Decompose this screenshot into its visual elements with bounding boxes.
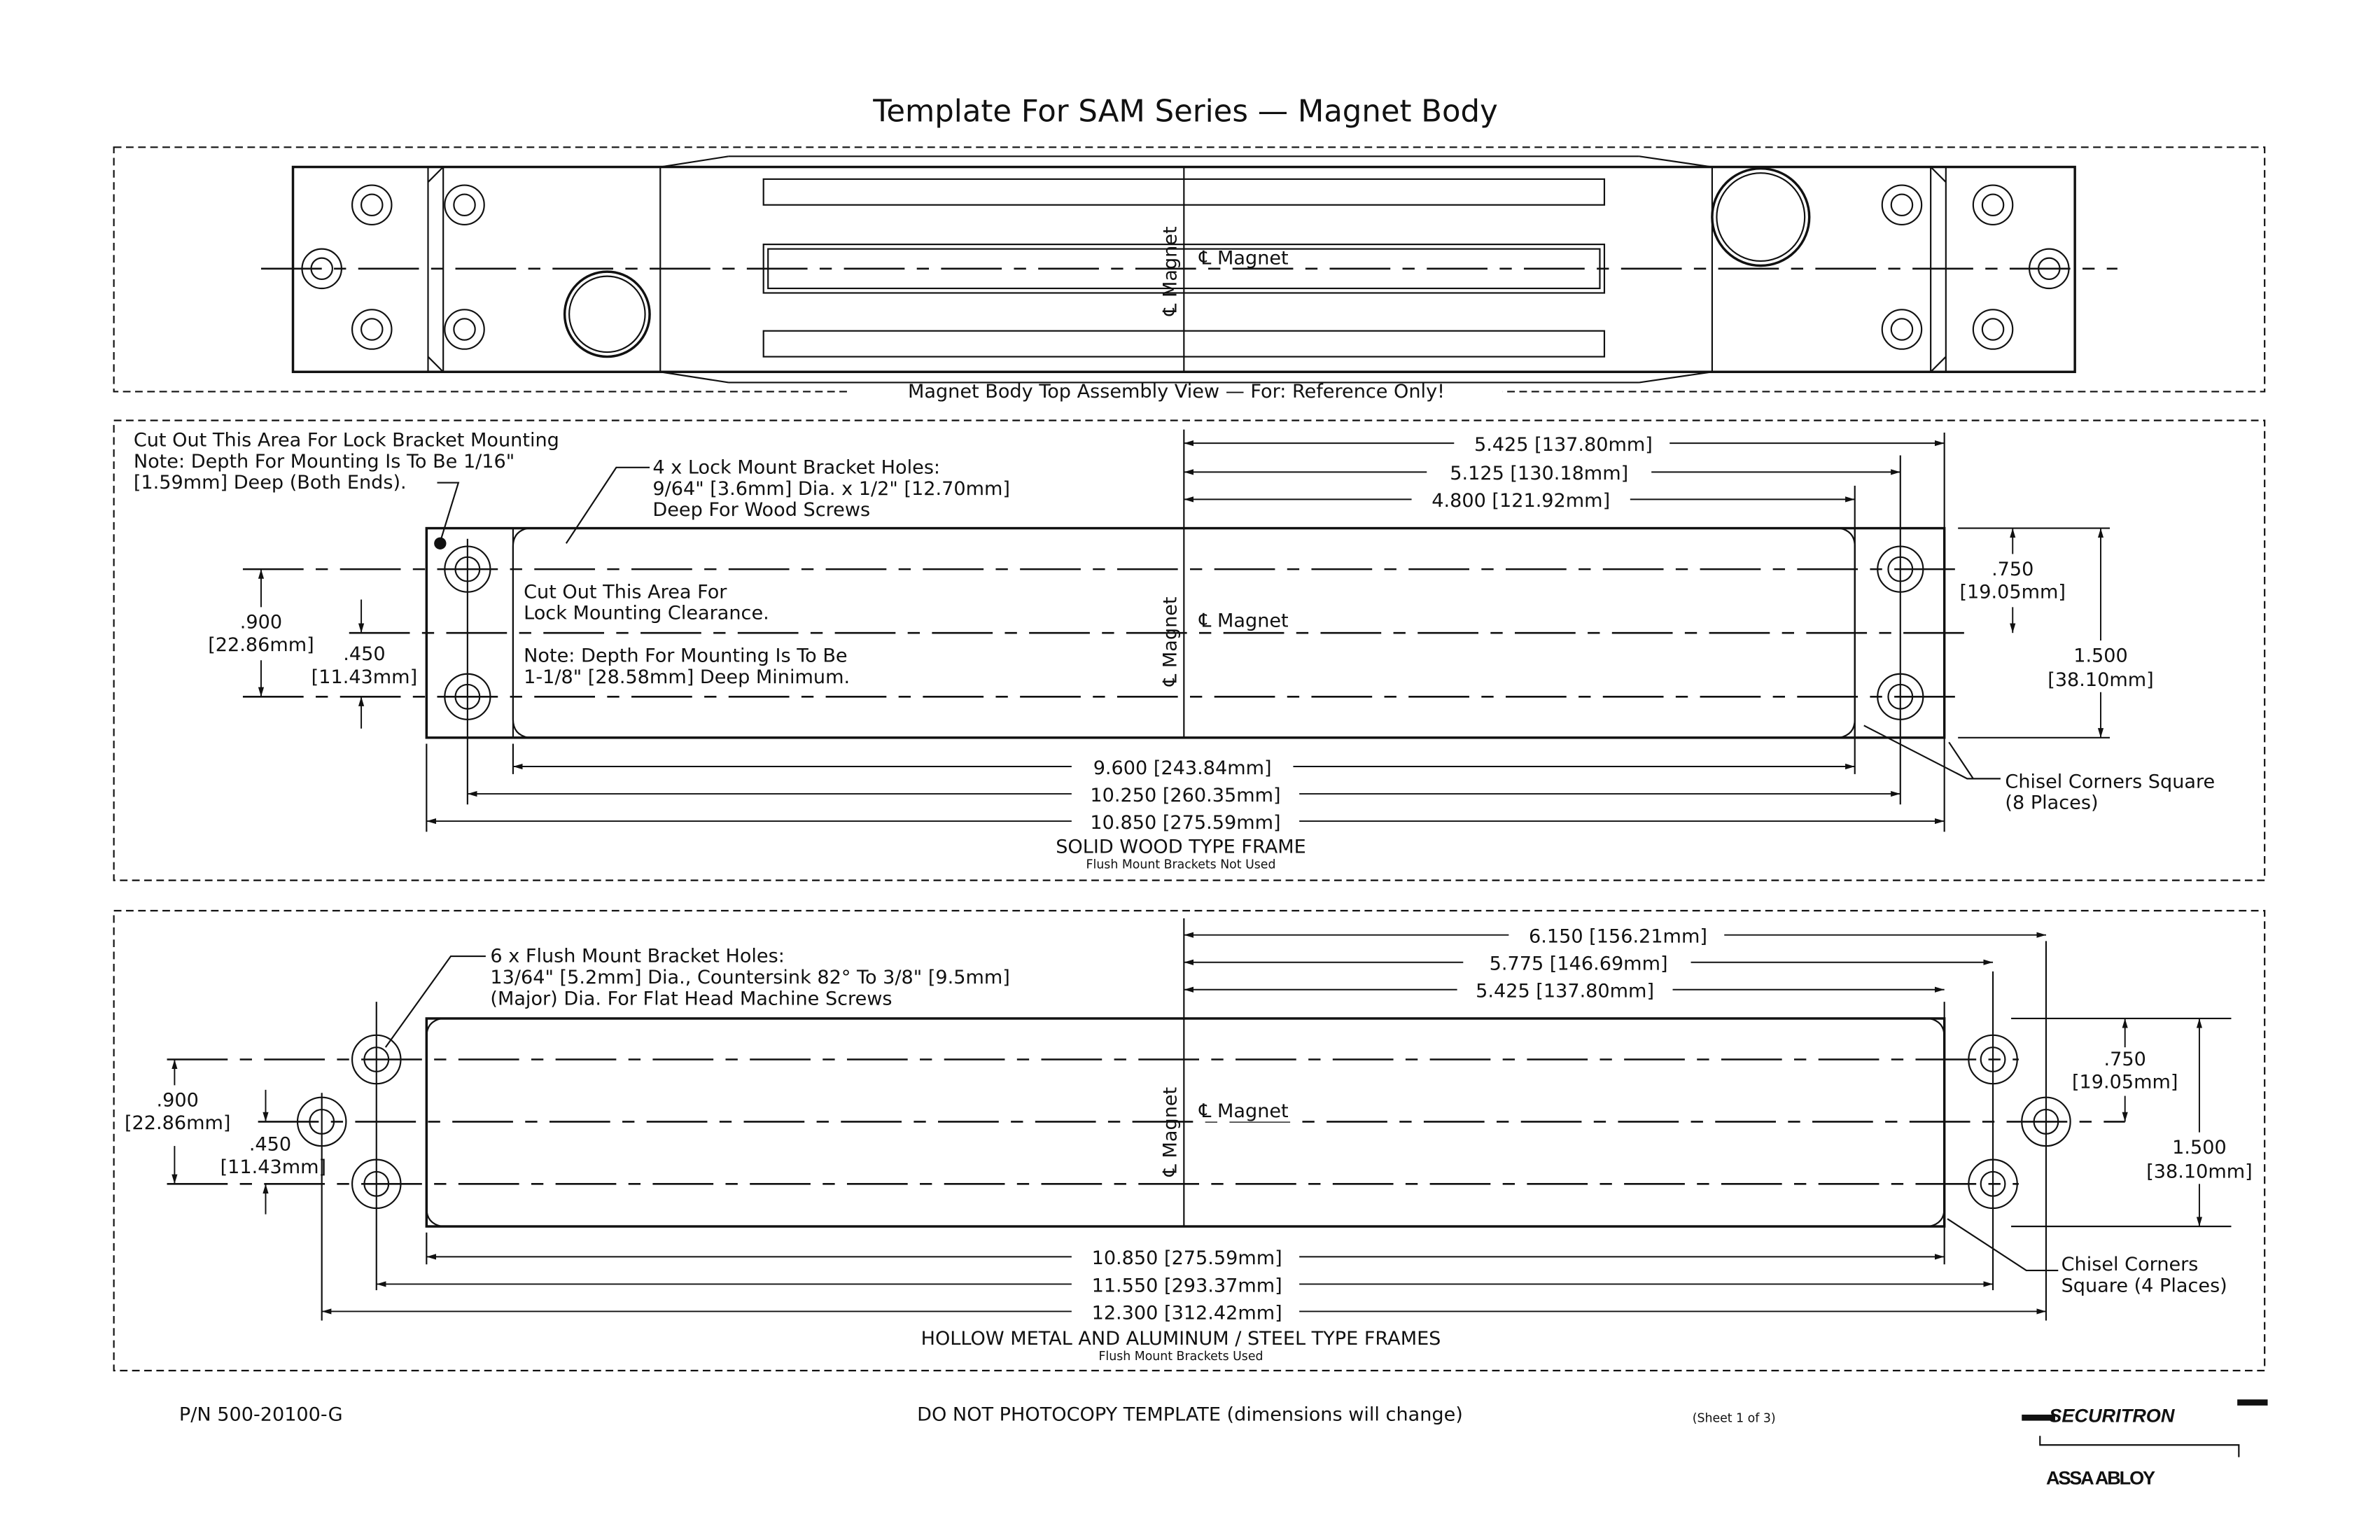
dimension-label: 5.425 [137.80mm] — [1476, 981, 1654, 1002]
photocopy-warning: DO NOT PHOTOCOPY TEMPLATE (dimensions wi… — [917, 1404, 1463, 1426]
top-assembly-view: Magnet Body Top Assembly View — For: Ref… — [113, 146, 2266, 402]
depth-note: Note: Depth For Mounting Is To Be — [524, 645, 847, 666]
holes-note: 9/64" [3.6mm] Dia. x 1/2" [12.70mm] — [652, 478, 1010, 500]
sheet-number: (Sheet 1 of 3) — [1693, 1412, 1776, 1426]
dimension-label: 5.425 [137.80mm] — [1474, 434, 1653, 456]
dimension-label: 11.550 [293.37mm] — [1092, 1275, 1282, 1296]
centerline-label-vertical: ℄ Magnet — [1159, 596, 1181, 687]
dimension-label: 10.250 [260.35mm] — [1090, 785, 1280, 806]
dimension-label: .750 — [1991, 559, 2033, 580]
holes-note: 4 x Lock Mount Bracket Holes: — [652, 457, 940, 479]
dimension-label: 1.500 — [2172, 1137, 2227, 1158]
hollow-metal-frame-template: 6 x Flush Mount Bracket Holes: 13/64" [5… — [113, 909, 2266, 1372]
cutout-note: Note: Depth For Mounting Is To Be 1/16" — [134, 451, 514, 472]
centerline-label-vertical: ℄ Magnet — [1159, 1087, 1181, 1177]
dimension-label: [38.10mm] — [2047, 669, 2153, 691]
mounting-hole-icon — [296, 1034, 2071, 1210]
logo-parent-text: ASSA ABLOY — [2046, 1467, 2155, 1489]
dimension-label: [22.86mm] — [208, 634, 314, 656]
holes-note: 13/64" [5.2mm] Dia., Countersink 82° To … — [490, 967, 1009, 988]
dimension-label: .900 — [240, 612, 282, 634]
dimension-label: .750 — [2104, 1049, 2146, 1070]
dimension-label: 5.775 [146.69mm] — [1490, 953, 1668, 975]
dimension-label: 9.600 [243.84mm] — [1093, 757, 1272, 779]
dimension-label: [19.05mm] — [2072, 1072, 2178, 1093]
holes-note: Deep For Wood Screws — [652, 499, 870, 521]
logo-brand-text: SECURITRON — [2049, 1405, 2176, 1427]
dimension-label: .450 — [343, 643, 385, 665]
dimension-label: 10.850 [275.59mm] — [1090, 812, 1280, 834]
frame-type-subtitle: Flush Mount Brackets Used — [1098, 1350, 1263, 1364]
frame-type-subtitle: Flush Mount Brackets Not Used — [1086, 858, 1276, 872]
dimension-label: [38.10mm] — [2146, 1161, 2253, 1183]
dimension-label: 10.850 [275.59mm] — [1092, 1247, 1282, 1269]
dimension-label: [22.86mm] — [125, 1112, 231, 1134]
solid-wood-frame-template: Cut Out This Area For Lock Bracket Mount… — [113, 419, 2266, 881]
drawing-title: Template For SAM Series — Magnet Body — [872, 94, 1498, 129]
frame-type-title: SOLID WOOD TYPE FRAME — [1056, 836, 1306, 858]
dimension-label: [19.05mm] — [1959, 581, 2066, 603]
depth-note: 1-1/8" [28.58mm] Deep Minimum. — [524, 666, 850, 688]
holes-note: 6 x Flush Mount Bracket Holes: — [490, 946, 784, 967]
cutout-note: Cut Out This Area For Lock Bracket Mount… — [134, 429, 559, 451]
cutout-note: [1.59mm] Deep (Both Ends). — [134, 472, 407, 493]
dimension-label: 5.125 [130.18mm] — [1450, 463, 1628, 484]
clearance-note: Lock Mounting Clearance. — [524, 603, 769, 624]
dimension-label: [11.43mm] — [312, 666, 418, 688]
centerline-label: ℄ Magnet — [1198, 610, 1289, 632]
chisel-note: Square (4 Places) — [2062, 1275, 2227, 1296]
securitron-logo: SECURITRON ASSA ABLOY — [2022, 1399, 2268, 1489]
mounting-hole-icon — [301, 167, 2070, 358]
dimension-label: .900 — [157, 1090, 199, 1112]
chisel-note: Chisel Corners Square — [2005, 771, 2215, 792]
top-view-caption: Magnet Body Top Assembly View — For: Ref… — [908, 381, 1445, 402]
part-number: P/N 500-20100-G — [179, 1404, 343, 1426]
dimension-label: 1.500 — [2073, 645, 2128, 666]
centerline-label: ℄ Magnet — [1198, 247, 1289, 269]
dimension-label: 6.150 [156.21mm] — [1529, 926, 1707, 948]
holes-note: (Major) Dia. For Flat Head Machine Screw… — [490, 988, 892, 1009]
clearance-note: Cut Out This Area For — [524, 581, 727, 603]
centerline-label: ℄ Magnet — [1198, 1100, 1289, 1122]
chisel-note: Chisel Corners — [2062, 1254, 2199, 1275]
dimension-label: 12.300 [312.42mm] — [1092, 1302, 1282, 1324]
chisel-note: (8 Places) — [2005, 792, 2098, 814]
centerline-label-vertical: ℄ Magnet — [1159, 226, 1181, 316]
frame-type-title: HOLLOW METAL AND ALUMINUM / STEEL TYPE F… — [921, 1328, 1441, 1350]
dimension-label: .450 — [249, 1134, 291, 1156]
dimension-label: [11.43mm] — [220, 1156, 327, 1178]
dimension-label: 4.800 [121.92mm] — [1432, 490, 1610, 512]
